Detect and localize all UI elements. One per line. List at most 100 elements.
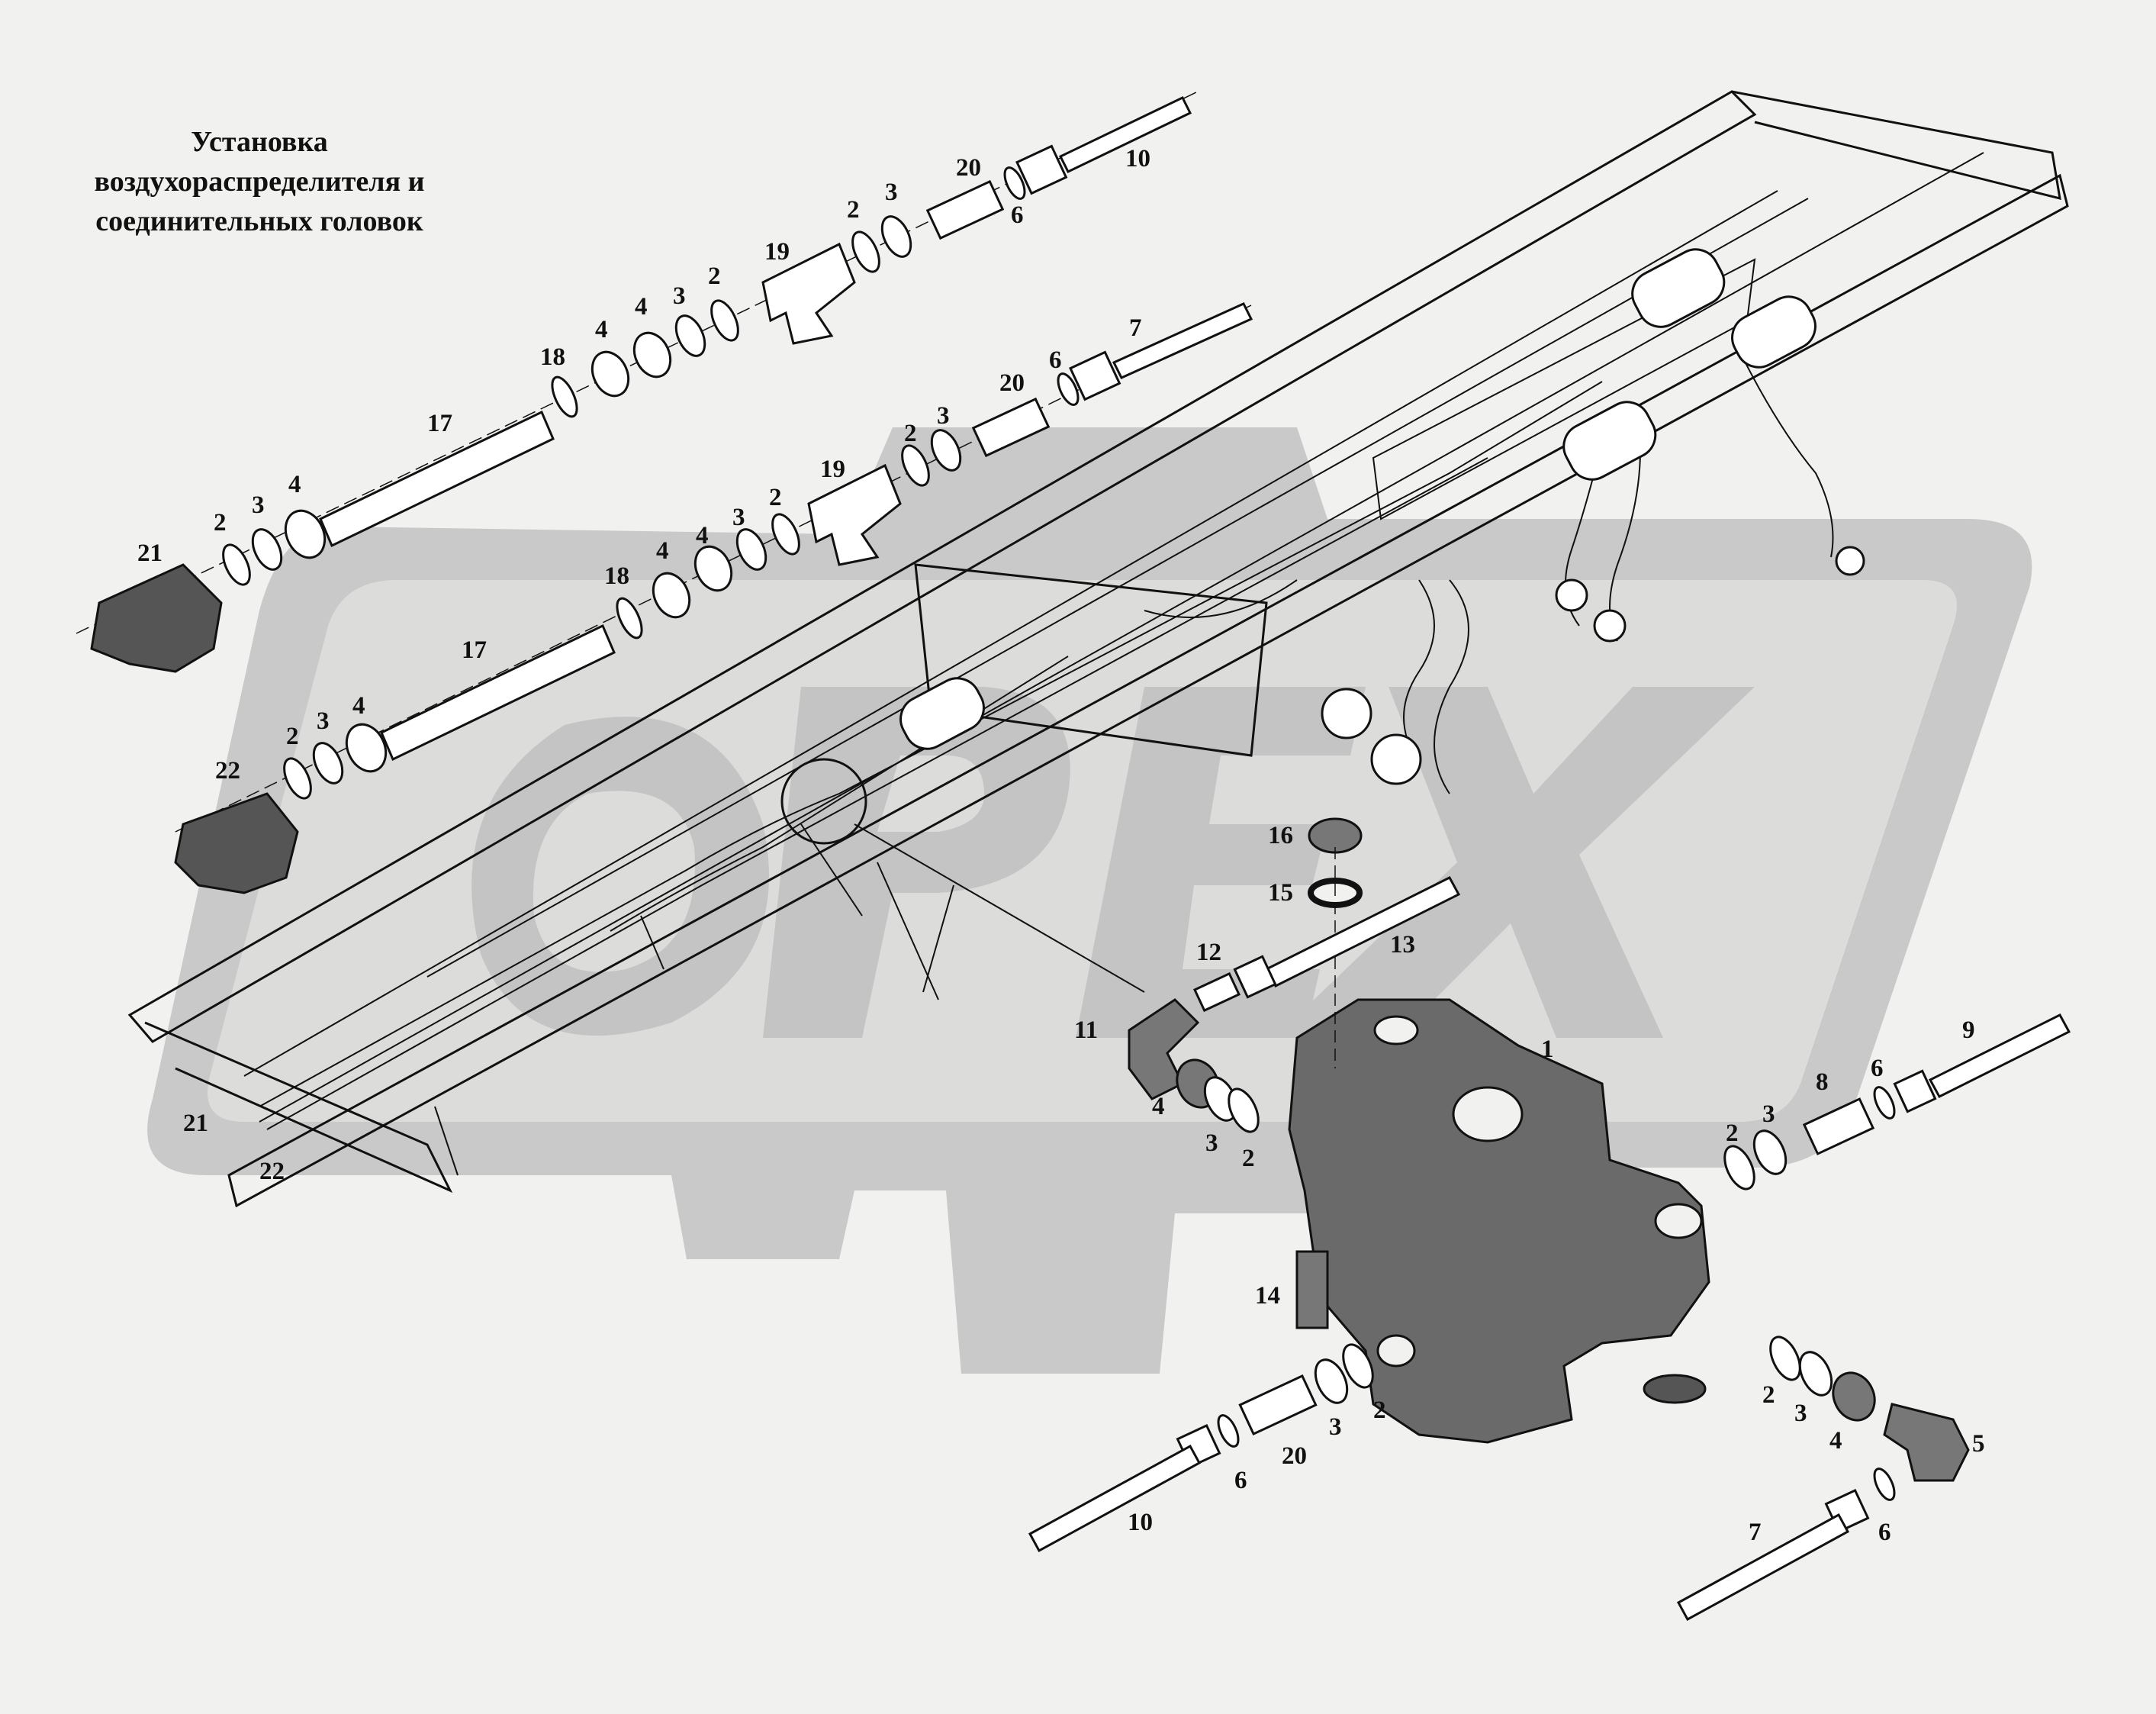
callout-upper-20: 20 bbox=[956, 154, 981, 182]
callout-upper-4a: 4 bbox=[635, 293, 648, 321]
callout-8: 8 bbox=[1816, 1068, 1829, 1096]
frame-crossmember-mid bbox=[914, 563, 1268, 757]
watermark-letter-e bbox=[1076, 687, 1366, 1038]
middle-nut-4a bbox=[693, 545, 733, 592]
bottom-pipe-7 bbox=[1676, 1513, 1850, 1622]
connector-plug-1 bbox=[1321, 688, 1372, 739]
frame-crossmember-rear bbox=[144, 1021, 453, 1194]
callout-13: 13 bbox=[1390, 931, 1415, 958]
bottom-right-washer-2 bbox=[1769, 1335, 1801, 1381]
fitting-12 bbox=[1193, 971, 1241, 1013]
callout-3-right: 3 bbox=[1762, 1100, 1775, 1128]
callout-15: 15 bbox=[1268, 879, 1293, 907]
frame-crossmember-front bbox=[1731, 90, 2061, 201]
diagram-title: Установка воздухораспределителя и соедин… bbox=[46, 122, 473, 241]
callout-middle-17: 17 bbox=[462, 636, 487, 664]
brake-pipeline bbox=[259, 381, 1603, 1130]
middle-ring-18 bbox=[616, 597, 643, 640]
middle-nut-4c bbox=[345, 723, 388, 773]
elbow-11 bbox=[1128, 998, 1200, 1100]
callout-1: 1 bbox=[1541, 1036, 1554, 1063]
callout-middle-4a: 4 bbox=[696, 522, 709, 549]
air-reservoir-1 bbox=[899, 677, 985, 750]
callout-upper-10: 10 bbox=[1125, 145, 1150, 172]
middle-ring-6 bbox=[1057, 372, 1080, 406]
upper-tee-19 bbox=[761, 242, 856, 345]
upper-ring-18 bbox=[551, 375, 578, 418]
callout-upper-18: 18 bbox=[540, 343, 565, 371]
middle-washer-3a bbox=[930, 429, 962, 472]
upper-coupling-head-21 bbox=[90, 563, 223, 673]
callout-4-bottom-right: 4 bbox=[1829, 1427, 1842, 1455]
middle-washer-2b bbox=[771, 513, 800, 556]
distributor-body-1 bbox=[1288, 998, 1710, 1444]
right-ring-6 bbox=[1873, 1086, 1896, 1120]
electrical-wiring bbox=[1403, 350, 1834, 794]
upper-washer-2b bbox=[710, 299, 739, 342]
upper-ring-6 bbox=[1003, 166, 1026, 200]
callout-6-bottom-right: 6 bbox=[1878, 1519, 1891, 1546]
connector-plug-2 bbox=[1370, 733, 1422, 785]
bottom-ring-6 bbox=[1217, 1414, 1240, 1448]
callout-middle-3a: 3 bbox=[937, 402, 950, 430]
distributor-pedestal bbox=[1643, 1374, 1707, 1404]
callout-6-right: 6 bbox=[1871, 1055, 1884, 1082]
connector-plug-5 bbox=[1835, 546, 1865, 576]
callout-middle-18: 18 bbox=[604, 562, 629, 590]
callout-upper-2a: 2 bbox=[847, 196, 860, 224]
callout-upper-4b: 4 bbox=[595, 316, 608, 343]
callout-middle-20: 20 bbox=[999, 369, 1025, 397]
callout-middle-3c: 3 bbox=[317, 707, 330, 735]
frame-support-legs bbox=[434, 823, 954, 1176]
callout-upper-19: 19 bbox=[764, 238, 790, 266]
upper-pipe-10 bbox=[1058, 96, 1192, 173]
upper-washer-3c bbox=[251, 528, 283, 571]
right-washer-2 bbox=[1723, 1145, 1755, 1190]
right-nut-6 bbox=[1893, 1069, 1937, 1113]
title-line-3: соединительных головок bbox=[95, 205, 423, 237]
callout-9: 9 bbox=[1962, 1016, 1975, 1044]
plug-14 bbox=[1295, 1250, 1329, 1329]
air-reservoir-4 bbox=[1562, 401, 1657, 481]
callout-middle-6: 6 bbox=[1049, 346, 1062, 374]
pipe-9 bbox=[1928, 1013, 2071, 1098]
callout-2-bottom-right: 2 bbox=[1762, 1381, 1775, 1409]
callout-6-bottom: 6 bbox=[1234, 1467, 1247, 1494]
callout-2-right: 2 bbox=[1726, 1120, 1739, 1147]
callout-upper-2b: 2 bbox=[708, 263, 721, 290]
distributor-port-left bbox=[1376, 1334, 1416, 1368]
callout-upper-6: 6 bbox=[1011, 201, 1024, 229]
upper-washer-2c bbox=[222, 543, 251, 586]
frame-rail-right bbox=[227, 173, 2069, 1208]
callout-middle-19: 19 bbox=[820, 456, 845, 483]
upper-nut bbox=[1015, 144, 1068, 195]
callout-middle-4c: 4 bbox=[352, 692, 365, 720]
callout-2-bottom-left: 2 bbox=[1373, 1397, 1386, 1424]
callout-middle-2c: 2 bbox=[286, 723, 299, 750]
upper-hose-17 bbox=[319, 410, 555, 548]
upper-coupling-line bbox=[76, 91, 1199, 673]
connector-plug-3 bbox=[1555, 578, 1588, 612]
upper-nut-4b bbox=[590, 350, 630, 398]
callout-middle-7: 7 bbox=[1129, 314, 1142, 342]
nut-12 bbox=[1233, 955, 1277, 999]
fitting-8 bbox=[1802, 1097, 1875, 1155]
middle-pipe-7 bbox=[1112, 302, 1253, 379]
distributor-port-center bbox=[1452, 1086, 1524, 1142]
air-distributor-assembly bbox=[1028, 817, 2071, 1622]
middle-coupling-head-22 bbox=[174, 792, 299, 894]
callout-2-left: 2 bbox=[1242, 1145, 1255, 1172]
frame-rail-left bbox=[127, 90, 1757, 1043]
title-line-1: Установка bbox=[191, 126, 328, 158]
middle-washer-2a bbox=[901, 444, 930, 487]
watermark-letter-p bbox=[763, 687, 1070, 1038]
middle-washer-2c bbox=[283, 757, 312, 800]
right-washer-3 bbox=[1752, 1129, 1788, 1175]
callout-7-bottom: 7 bbox=[1749, 1519, 1762, 1546]
upper-washer-3a bbox=[880, 215, 912, 258]
callout-4-left: 4 bbox=[1152, 1093, 1165, 1120]
callout-10-bottom: 10 bbox=[1128, 1509, 1153, 1536]
upper-nut-4c bbox=[284, 509, 327, 559]
callout-11: 11 bbox=[1074, 1016, 1098, 1044]
